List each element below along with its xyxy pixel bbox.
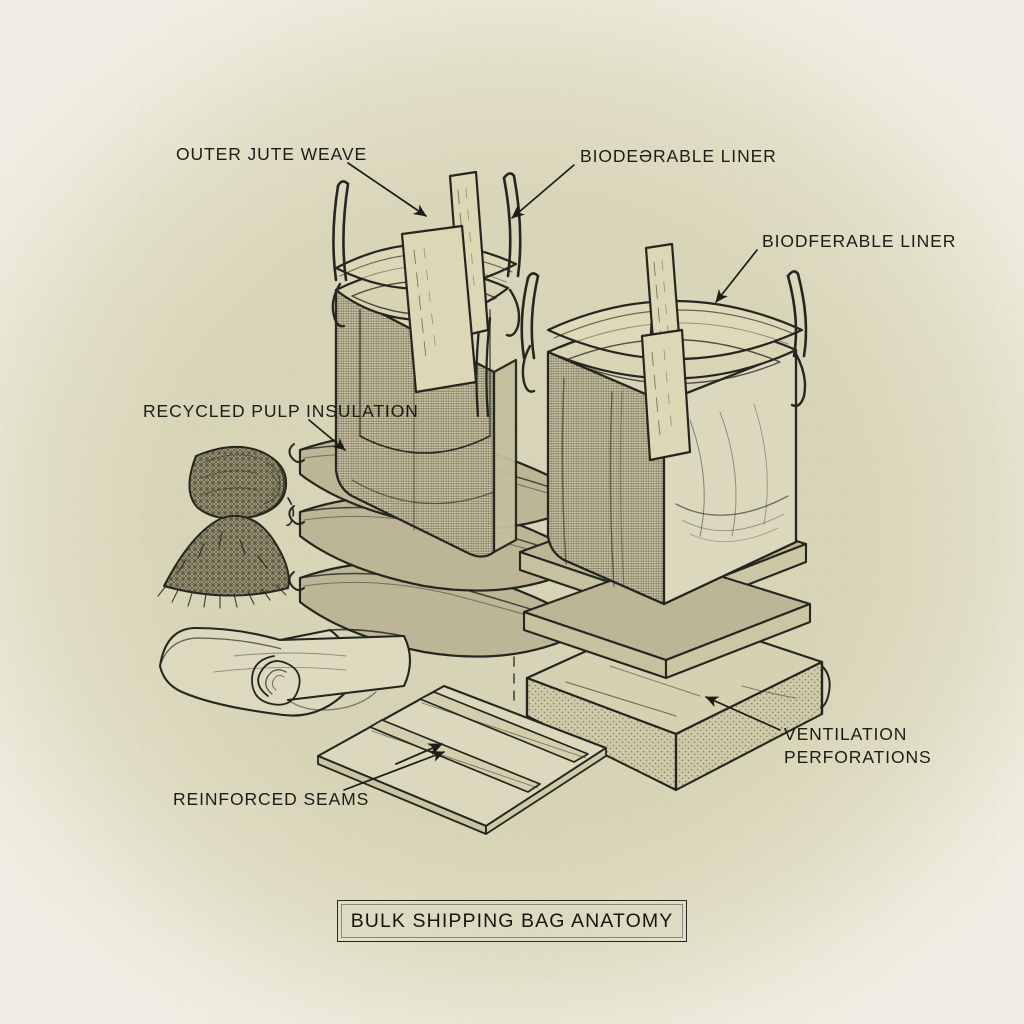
- pulp-pile: [157, 514, 290, 609]
- leader-line-biodegradable-liner-top: [511, 164, 575, 219]
- leader-lines: [308, 162, 781, 791]
- wood-spreader-left: [400, 170, 490, 394]
- callout-label-reinforced-seams: REINFORCED SEAMS: [173, 789, 370, 809]
- title-plate: BULK SHIPPING BAG ANATOMY: [337, 900, 687, 942]
- leader-line-reinforced-seams: [343, 750, 445, 791]
- seam-panel: [316, 684, 608, 835]
- leader-line-outer-jute-weave: [347, 162, 427, 217]
- callout-label-recycled-pulp-insulation: RECYCLED PULP INSULATION: [143, 401, 419, 421]
- callout-label-ventilation-perforations: VENTILATION PERFORATIONS: [784, 724, 932, 768]
- callout-label-biodegradable-liner-top: BIODEƏRABLE LINER: [580, 146, 777, 166]
- pulp-roll: [188, 445, 295, 527]
- wood-spreader-right: [640, 242, 692, 462]
- liner-roll: [158, 626, 412, 717]
- callout-label-biodegradable-liner-right: BIODFERABLE LINER: [762, 231, 957, 251]
- leader-line-recycled-pulp-insulation: [308, 419, 346, 451]
- leader-line-ventilation-perforations: [705, 696, 781, 731]
- page-title: BULK SHIPPING BAG ANATOMY: [350, 909, 674, 932]
- callout-label-outer-jute-weave: OUTER JUTE WEAVE: [176, 144, 368, 164]
- leader-line-biodegradable-liner-right: [715, 249, 758, 303]
